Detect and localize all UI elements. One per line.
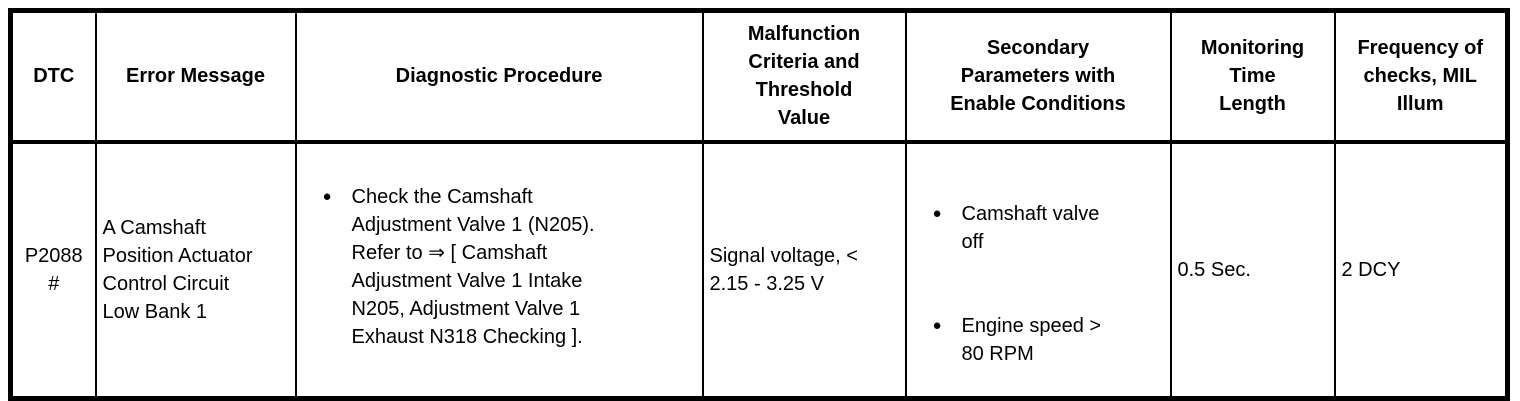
cell-malfunction-criteria: Signal voltage, < 2.15 - 3.25 V [701, 140, 907, 399]
secondary-bullet-item: ● Engine speed > 80 RPM [908, 312, 1169, 368]
cell-frequency-checks: 2 DCY [1333, 140, 1509, 399]
diagnostic-bullet-item: ● Check the Camshaft Adjustment Valve 1 … [298, 183, 701, 351]
cell-secondary-parameters: ● Camshaft valve off ● Engine speed > 80… [904, 140, 1172, 399]
col-header-diagnostic-procedure: Diagnostic Procedure [294, 9, 704, 144]
bullet-icon: ● [932, 316, 942, 334]
secondary-parameter-text: Camshaft valve off [961, 202, 1100, 253]
table-header-row: DTC Error Message Diagnostic Procedure M… [9, 9, 1509, 144]
secondary-bullet-item: ● Camshaft valve off [908, 200, 1169, 256]
cell-diagnostic-procedure: ● Check the Camshaft Adjustment Valve 1 … [294, 140, 704, 399]
cell-dtc-code: P2088 # [9, 140, 97, 399]
col-header-error-message: Error Message [94, 9, 297, 144]
secondary-parameter-text: Engine speed > 80 RPM [961, 314, 1102, 365]
col-header-secondary-parameters: Secondary Parameters with Enable Conditi… [904, 9, 1172, 144]
table-row: P2088 # A Camshaft Position Actuator Con… [9, 140, 1509, 399]
bullet-icon: ● [932, 204, 942, 222]
col-header-malfunction-criteria: Malfunction Criteria and Threshold Value [701, 9, 907, 144]
col-header-dtc: DTC [9, 9, 97, 144]
dtc-table-container: DTC Error Message Diagnostic Procedure M… [8, 8, 1510, 401]
col-header-frequency-checks: Frequency of checks, MIL Illum [1333, 9, 1509, 144]
cell-error-message: A Camshaft Position Actuator Control Cir… [94, 140, 297, 399]
col-header-monitoring-time: Monitoring Time Length [1169, 9, 1336, 144]
cell-monitoring-time: 0.5 Sec. [1169, 140, 1336, 399]
diagnostic-procedure-text: Check the Camshaft Adjustment Valve 1 (N… [351, 185, 595, 348]
bullet-icon: ● [322, 187, 332, 205]
dtc-table: DTC Error Message Diagnostic Procedure M… [8, 8, 1510, 401]
